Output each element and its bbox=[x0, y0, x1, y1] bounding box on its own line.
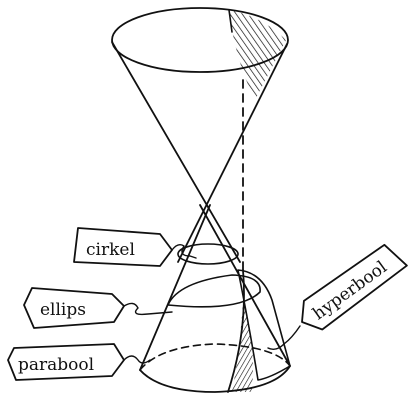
tag-cirkel-shape bbox=[73, 227, 173, 267]
tag-cirkel: cirkel bbox=[73, 227, 197, 267]
lower-left-generator bbox=[139, 204, 211, 371]
upper-right-generator bbox=[177, 43, 288, 263]
circle-section bbox=[177, 243, 239, 265]
lower-cone bbox=[139, 204, 291, 393]
upper-cone-rim bbox=[111, 7, 289, 73]
tag-ellips-string bbox=[123, 302, 173, 316]
tag-hyperbool: hyperbool bbox=[301, 243, 408, 331]
lower-cone-base-back bbox=[139, 343, 291, 371]
ellipse-section-shape bbox=[167, 274, 261, 308]
tag-ellips: ellips bbox=[23, 287, 173, 329]
upper-cone bbox=[111, 7, 289, 263]
circle-section-shape bbox=[177, 243, 239, 265]
label-cirkel: cirkel bbox=[86, 240, 135, 260]
lower-right-generator bbox=[199, 204, 291, 367]
tag-hyperbool-string bbox=[267, 325, 301, 351]
tag-parabool: parabool bbox=[7, 343, 151, 381]
label-hyperbool: hyperbool bbox=[309, 257, 391, 324]
upper-cone-shade bbox=[229, 10, 286, 100]
hyperbola-top-edge bbox=[228, 9, 233, 33]
ellipse-section bbox=[167, 274, 261, 308]
label-parabool: parabool bbox=[18, 355, 94, 375]
tag-hyperbool-shape bbox=[301, 243, 408, 331]
tag-cirkel-string bbox=[171, 243, 197, 259]
hyperbola-section bbox=[227, 269, 253, 393]
hyperbola-section-shade bbox=[232, 300, 253, 392]
lower-cone-base-front bbox=[139, 365, 291, 393]
upper-left-generator bbox=[111, 41, 241, 263]
label-ellips: ellips bbox=[40, 300, 86, 320]
tag-parabool-string bbox=[123, 355, 151, 364]
